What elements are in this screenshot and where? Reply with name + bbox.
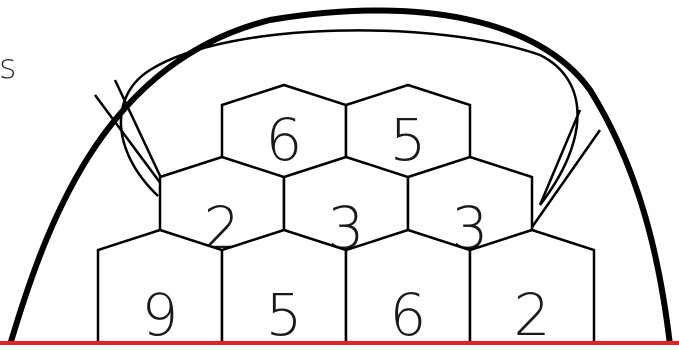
hex-number: 5 — [266, 281, 303, 345]
hex-number: 9 — [142, 281, 179, 345]
cropped-text-label: es — [0, 50, 17, 84]
hex-number: 2 — [514, 281, 551, 345]
hex-number: 6 — [266, 106, 303, 174]
hex-number: 5 — [390, 106, 427, 174]
hex-number: 6 — [390, 281, 427, 345]
right-support — [530, 110, 600, 230]
